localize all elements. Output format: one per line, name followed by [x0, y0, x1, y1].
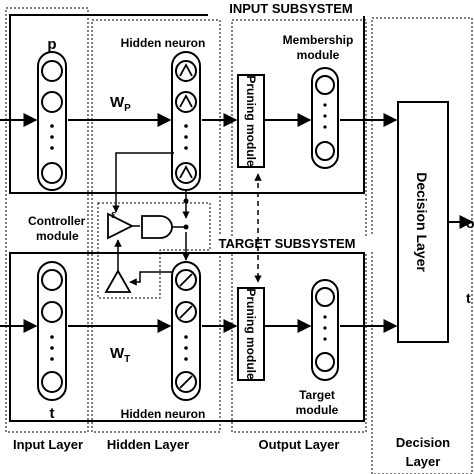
- input-layer-label: Input Layer: [13, 437, 83, 452]
- target-neuron: [315, 352, 335, 372]
- membership-module-label-line2: module: [297, 48, 340, 62]
- input-neuron: [41, 371, 63, 393]
- feedback-amplifier: [104, 269, 132, 293]
- controller-region-dotted: [97, 202, 211, 299]
- epsilon-symbol: ε: [111, 209, 117, 221]
- hidden-neuron-symbol: [175, 371, 197, 393]
- input-neuron-column-top: [37, 51, 67, 191]
- ellipsis-dot: [323, 337, 327, 341]
- membership-neuron: [315, 75, 335, 95]
- target-module-label-line1: Target: [299, 388, 335, 402]
- weight-p-label: WP: [110, 94, 131, 114]
- pruning-module-bottom: [237, 287, 265, 381]
- ellipsis-dot: [323, 103, 327, 107]
- hidden-neuron-symbol: [175, 60, 197, 82]
- membership-neuron: [315, 141, 335, 161]
- output-layer-box: [231, 19, 367, 433]
- hidden-neuron-symbol: [175, 269, 197, 291]
- hidden-neuron-top-label: Hidden neuron: [121, 36, 206, 50]
- hidden-neuron-symbol: [175, 162, 197, 184]
- ellipsis-dot: [184, 335, 188, 339]
- ellipsis-dot: [184, 124, 188, 128]
- ellipsis-dot: [184, 346, 188, 350]
- input-subsystem-box: [9, 14, 365, 194]
- ellipsis-dot: [184, 146, 188, 150]
- hidden-neuron-column-bottom: [171, 261, 201, 401]
- ellipsis-dot: [50, 135, 54, 139]
- ellipsis-dot: [50, 357, 54, 361]
- input-neuron-column-bottom: [37, 261, 67, 401]
- input-neuron: [41, 91, 63, 113]
- feedback-line-bottom: [129, 271, 172, 286]
- ellipsis-dot: [323, 315, 327, 319]
- ellipsis-dot: [184, 135, 188, 139]
- controller-module-label-line2: module: [36, 229, 79, 243]
- hidden-neuron-bottom-label: Hidden neuron: [121, 407, 206, 421]
- target-neuron: [315, 287, 335, 307]
- and-gate: [141, 215, 173, 239]
- hidden-layer-label: Hidden Layer: [107, 437, 189, 452]
- decision-layer-label: Decision Layer: [414, 172, 430, 272]
- ellipsis-dot: [184, 357, 188, 361]
- target-module-column: [311, 279, 339, 381]
- pruning-module-top-label: Pruning module: [244, 75, 258, 167]
- decision-output-t: t: [466, 290, 471, 306]
- input-subsystem-title: INPUT SUBSYSTEM: [229, 1, 353, 16]
- controller-module-label-line1: Controller: [28, 214, 86, 228]
- ellipsis-dot: [323, 125, 327, 129]
- pruning-module-bottom-label: Pruning module: [244, 288, 258, 380]
- hidden-neuron-symbol: [175, 301, 197, 323]
- ellipsis-dot: [323, 326, 327, 330]
- input-p-label: p: [47, 36, 56, 53]
- weight-t-label: WT: [110, 345, 130, 365]
- output-layer-label: Output Layer: [259, 437, 340, 452]
- hidden-neuron-symbol: [175, 91, 197, 113]
- hidden-layer-box: [91, 19, 221, 433]
- input-neuron: [41, 269, 63, 291]
- feedback-line-top: [112, 152, 174, 213]
- epsilon-comparator: [107, 212, 135, 240]
- decision-layer-bottom-label-line1: Decision: [396, 435, 450, 450]
- input-neuron: [41, 162, 63, 184]
- target-module-label-line2: module: [296, 403, 339, 417]
- ellipsis-dot: [50, 124, 54, 128]
- input-neuron: [41, 301, 63, 323]
- ellipsis-dot: [50, 335, 54, 339]
- decision-output-o: o: [466, 215, 474, 231]
- membership-module-label-line1: Membership: [283, 33, 354, 47]
- input-t-label: t: [50, 405, 55, 422]
- ellipsis-dot: [50, 146, 54, 150]
- input-layer-box: [5, 7, 89, 433]
- target-subsystem-title: TARGET SUBSYSTEM: [219, 236, 356, 251]
- ellipsis-dot: [50, 346, 54, 350]
- membership-module-column: [311, 67, 339, 169]
- ellipsis-dot: [323, 114, 327, 118]
- decision-layer-bottom-label-line2: Layer: [406, 454, 441, 469]
- target-subsystem-box: [9, 252, 365, 422]
- input-neuron: [41, 60, 63, 82]
- pruning-module-top: [237, 74, 265, 168]
